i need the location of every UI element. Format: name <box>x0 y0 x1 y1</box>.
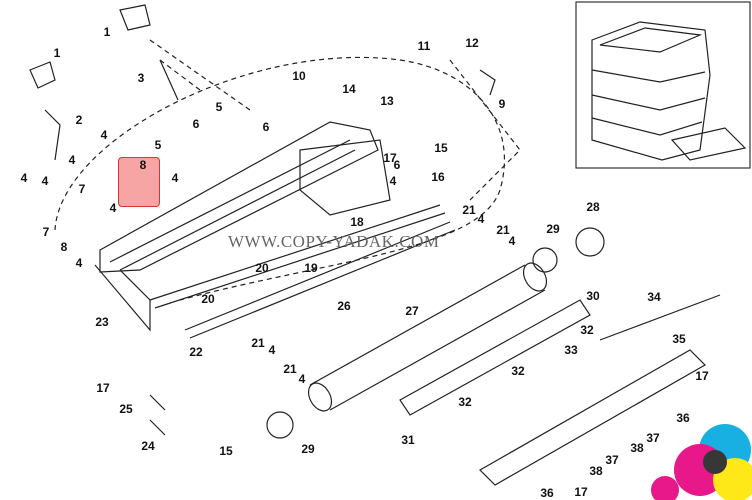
part-callout-17: 17 <box>695 369 709 383</box>
part-callout-29: 29 <box>546 222 560 236</box>
highlighted-part-8[interactable] <box>118 157 160 207</box>
part-callout-18: 18 <box>350 215 364 229</box>
copier-machine-illustration <box>591 21 747 161</box>
part-callout-1: 1 <box>103 25 111 39</box>
part-callout-36: 36 <box>540 486 554 500</box>
part-callout-24: 24 <box>141 439 155 453</box>
part-callout-35: 35 <box>672 332 686 346</box>
part-callout-4: 4 <box>41 174 49 188</box>
part-callout-30: 30 <box>586 289 600 303</box>
part-callout-4: 4 <box>477 212 485 226</box>
part-callout-21: 21 <box>462 203 476 217</box>
part-callout-6: 6 <box>393 158 401 172</box>
part-callout-33: 33 <box>564 343 578 357</box>
part-callout-5: 5 <box>154 138 162 152</box>
part-callout-13: 13 <box>380 94 394 108</box>
part-callout-32: 32 <box>511 364 525 378</box>
part-callout-16: 16 <box>431 170 445 184</box>
rod-19 <box>149 204 446 309</box>
part-callout-10: 10 <box>292 69 306 83</box>
part-callout-34: 34 <box>647 290 661 304</box>
part-callout-4: 4 <box>109 201 117 215</box>
part-callout-20: 20 <box>255 261 269 275</box>
part-callout-38: 38 <box>589 464 603 478</box>
part-callout-8: 8 <box>139 158 147 172</box>
part-callout-17: 17 <box>96 381 110 395</box>
part-callout-4: 4 <box>268 343 276 357</box>
part-callout-12: 12 <box>465 36 479 50</box>
part-callout-4: 4 <box>75 256 83 270</box>
part-callout-28: 28 <box>586 200 600 214</box>
part-callout-4: 4 <box>298 372 306 386</box>
part-callout-37: 37 <box>646 431 660 445</box>
part-callout-4: 4 <box>171 171 179 185</box>
part-callout-22: 22 <box>189 345 203 359</box>
part-callout-20: 20 <box>201 292 215 306</box>
part-callout-31: 31 <box>401 433 415 447</box>
part-callout-17: 17 <box>383 151 397 165</box>
part-callout-14: 14 <box>342 82 356 96</box>
rod-26 <box>184 221 456 339</box>
part-callout-3: 3 <box>137 71 145 85</box>
part-callout-4: 4 <box>20 171 28 185</box>
part-callout-4: 4 <box>68 153 76 167</box>
main-frame <box>99 121 379 273</box>
part-callout-4: 4 <box>508 234 516 248</box>
part-callout-6: 6 <box>192 117 200 131</box>
part-callout-4: 4 <box>389 174 397 188</box>
gear-28 <box>575 227 605 257</box>
part-callout-17: 17 <box>574 485 588 499</box>
part-callout-32: 32 <box>458 395 472 409</box>
part-callout-21: 21 <box>283 362 297 376</box>
part-callout-27: 27 <box>405 304 419 318</box>
part-callout-25: 25 <box>119 402 133 416</box>
part-callout-19: 19 <box>304 261 318 275</box>
color-circles-logo <box>651 424 752 500</box>
gear-29-lower <box>266 411 294 439</box>
part-callout-21: 21 <box>496 223 510 237</box>
part-callout-11: 11 <box>417 39 431 53</box>
part-callout-38: 38 <box>630 441 644 455</box>
part-callout-15: 15 <box>434 141 448 155</box>
part-callout-37: 37 <box>605 453 619 467</box>
part-callout-36: 36 <box>676 411 690 425</box>
part-callout-21: 21 <box>251 336 265 350</box>
part-callout-2: 2 <box>75 113 83 127</box>
part-callout-32: 32 <box>580 323 594 337</box>
part-callout-23: 23 <box>95 315 109 329</box>
part-callout-6: 6 <box>262 120 270 134</box>
part-callout-7: 7 <box>78 182 86 196</box>
part-callout-4: 4 <box>100 128 108 142</box>
part-callout-7: 7 <box>42 225 50 239</box>
gear-29 <box>532 247 558 273</box>
part-callout-8: 8 <box>60 240 68 254</box>
part-callout-5: 5 <box>215 100 223 114</box>
rod-34 <box>599 294 721 341</box>
part-callout-26: 26 <box>337 299 351 313</box>
part-callout-1: 1 <box>53 46 61 60</box>
part-callout-29: 29 <box>301 442 315 456</box>
watermark: WWW.COPY-YADAK.COM <box>228 232 440 251</box>
part-callout-15: 15 <box>219 444 233 458</box>
guide-35 <box>479 349 706 486</box>
part-callout-9: 9 <box>498 97 506 111</box>
plate-31 <box>399 299 591 416</box>
machine-inset-frame <box>575 1 751 169</box>
